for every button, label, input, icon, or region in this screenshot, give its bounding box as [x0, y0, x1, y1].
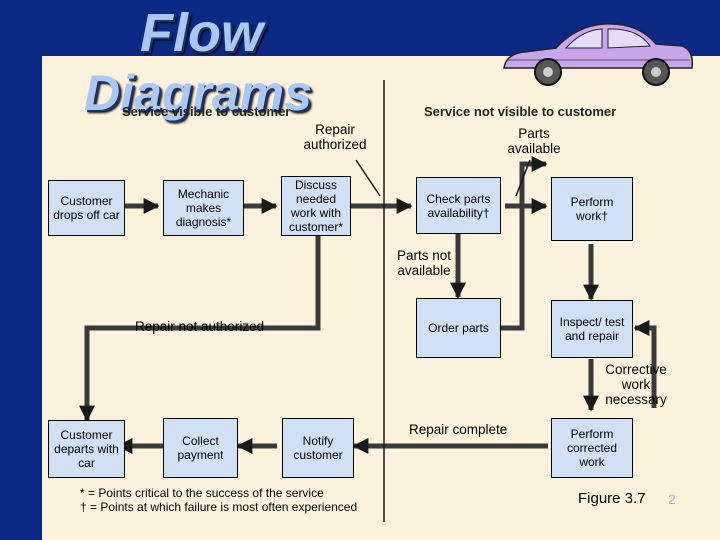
label-repair-not-authorized: Repair not authorized: [135, 319, 265, 334]
title-flow: Flow: [140, 3, 263, 63]
car-illustration: [503, 23, 694, 86]
box-check-parts: Check parts availability†: [416, 177, 501, 234]
label-parts-not-available: Parts not available: [396, 248, 452, 278]
box-collect-payment: Collect payment: [163, 418, 238, 478]
footnote-critical: * = Points critical to the success of th…: [80, 486, 324, 500]
arrow-discuss-to-departs: [78, 236, 321, 422]
box-customer-drops-off: Customer drops off car: [48, 180, 125, 236]
title-diagrams: Diagrams: [84, 65, 312, 121]
region-label-visible: Service visible to customer: [122, 104, 291, 119]
pointer-parts-available: [515, 159, 531, 197]
box-inspect-test-repair: Inspect/ test and repair: [551, 300, 633, 358]
page-number: 2: [668, 491, 676, 507]
box-perform-work: Perform work†: [551, 177, 633, 241]
figure-label: Figure 3.7: [578, 490, 646, 507]
region-label-not-visible: Service not visible to customer: [424, 104, 617, 119]
label-parts-available: Parts available: [507, 126, 561, 156]
box-discuss-work: Discuss needed work with customer*: [281, 176, 351, 236]
arrow-corrected-to-inspect: [633, 319, 657, 408]
footnote-failure: † = Points at which failure is most ofte…: [80, 500, 358, 514]
label-repair-complete: Repair complete: [409, 422, 508, 437]
box-perform-corrected-work: Perform corrected work: [551, 418, 633, 478]
box-notify-customer: Notify customer: [282, 418, 354, 478]
box-mechanic-diagnosis: Mechanic makes diagnosis*: [163, 180, 244, 236]
box-customer-departs: Customer departs with car: [48, 420, 125, 478]
pointer-repair-authorized: [355, 159, 381, 197]
label-corrective-work: Corrective work necessary: [605, 362, 667, 407]
box-order-parts: Order parts: [416, 298, 501, 358]
label-repair-authorized: Repair authorized: [303, 122, 367, 152]
arrow-order-to-perform-loop: [501, 155, 548, 331]
